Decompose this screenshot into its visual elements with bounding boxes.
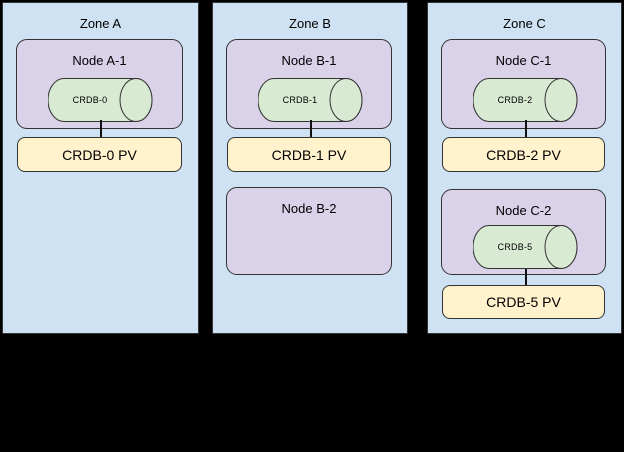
cylinder-label: CRDB-0 <box>72 95 108 105</box>
connector-line <box>100 120 102 137</box>
pv-label: CRDB-0 PV <box>62 146 137 163</box>
crdb-2-cylinder: CRDB-2 <box>473 78 578 122</box>
pv-label: CRDB-2 PV <box>486 146 561 163</box>
connector-line <box>310 120 312 137</box>
node-box-b2: Node B-2 <box>226 187 392 275</box>
zone-panel-b: Zone B Node B-1 CRDB-1 CRDB-1 PV Node B-… <box>212 2 408 334</box>
database-cylinder-icon <box>473 78 578 122</box>
crdb-5-cylinder: CRDB-5 <box>473 225 578 269</box>
zone-title: Zone C <box>503 16 546 31</box>
crdb-0-cylinder: CRDB-0 <box>48 78 153 122</box>
connector-line <box>525 269 527 285</box>
pv-box-crdb-2: CRDB-2 PV <box>442 137 605 172</box>
database-cylinder-icon <box>48 78 153 122</box>
zone-title: Zone A <box>79 16 122 31</box>
pv-box-crdb-5: CRDB-5 PV <box>442 285 605 319</box>
pv-label: CRDB-1 PV <box>271 146 347 163</box>
database-cylinder-icon <box>258 78 363 122</box>
pv-label: CRDB-5 PV <box>486 294 561 310</box>
cylinder-label: CRDB-5 <box>497 242 533 252</box>
database-cylinder-icon <box>473 225 578 269</box>
pv-box-crdb-1: CRDB-1 PV <box>227 137 391 172</box>
node-title: Node C-2 <box>495 203 552 218</box>
cylinder-label: CRDB-1 <box>282 95 318 105</box>
crdb-1-cylinder: CRDB-1 <box>258 78 363 122</box>
node-title: Node B-1 <box>281 53 337 68</box>
zone-title: Zone B <box>289 16 331 31</box>
node-title: Node B-2 <box>281 201 337 216</box>
zone-panel-c: Zone C Node C-1 CRDB-2 CRDB-2 PV Node C-… <box>427 2 622 334</box>
node-title: Node C-1 <box>495 53 552 68</box>
cylinder-label: CRDB-2 <box>497 95 533 105</box>
zone-panel-a: Zone A Node A-1 CRDB-0 CRDB-0 PV <box>2 2 199 334</box>
connector-line <box>525 120 527 137</box>
pv-box-crdb-0: CRDB-0 PV <box>17 137 182 172</box>
node-title: Node A-1 <box>72 53 127 68</box>
